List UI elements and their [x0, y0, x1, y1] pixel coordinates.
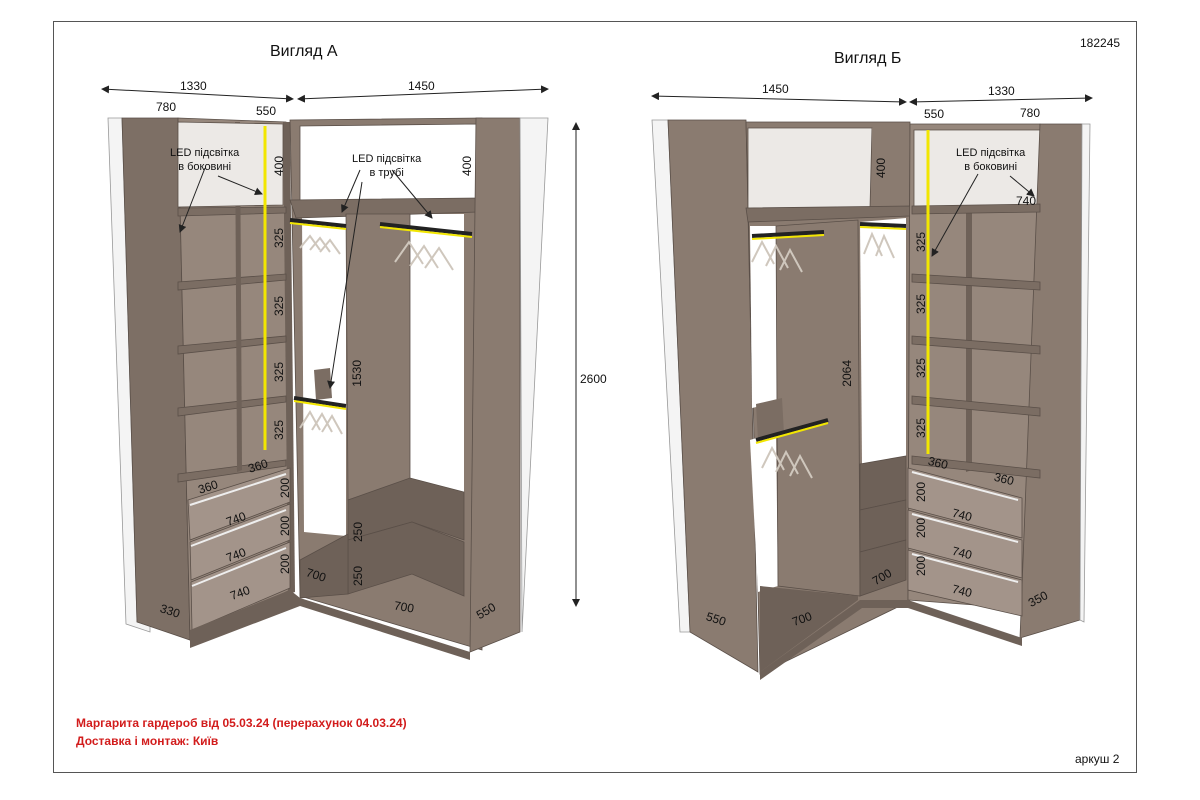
footer-delivery: Доставка і монтаж: Київ [76, 734, 219, 748]
view-a-width-right: 1450 [408, 79, 435, 93]
view-b-drawer-200-3: 200 [914, 556, 928, 577]
view-b-led-side-note: LED підсвітка в боковині [956, 147, 1026, 173]
view-a-led-side-note: LED підсвітка в боковині [170, 147, 240, 173]
view-b-width-left: 1450 [762, 82, 789, 96]
view-b-dim-325-4: 325 [914, 418, 928, 439]
sheet-number: 182245 [1080, 36, 1121, 50]
view-a-dim-325-2: 325 [272, 296, 286, 317]
view-a-dim-400-right: 400 [460, 156, 474, 177]
view-b-dim-400: 400 [874, 158, 888, 179]
view-a-dim-1450-line [297, 85, 549, 103]
view-b-dim-325-2: 325 [914, 294, 928, 315]
view-a-dim-325-4: 325 [272, 420, 286, 441]
view-a-dim-400-left: 400 [272, 156, 286, 177]
view-b-drawing [651, 92, 1093, 680]
view-a-dim-250-2: 250 [351, 566, 365, 587]
view-b-sub-780: 780 [1020, 106, 1041, 120]
view-a-dim-325-1: 325 [272, 228, 286, 249]
view-a-led-tube-note: LED підсвітка в трубі [352, 153, 422, 179]
drawing-frame [53, 21, 1137, 773]
view-a-title: Вигляд А [270, 43, 338, 60]
view-a-drawer-200-3: 200 [278, 554, 292, 575]
view-a-dim-325-3: 325 [272, 362, 286, 383]
view-a-dim-1330-line [101, 85, 294, 103]
view-b-width-right: 1330 [988, 84, 1015, 98]
view-a-sub-780: 780 [156, 100, 177, 114]
view-b-dim-325-1: 325 [914, 232, 928, 253]
view-a-sub-550: 550 [256, 104, 277, 118]
view-a-drawer-200-2: 200 [278, 516, 292, 537]
view-b-dim-1450-line [651, 92, 907, 106]
view-b-sub-550: 550 [924, 107, 945, 121]
view-a-dim-250-1: 250 [351, 522, 365, 543]
view-a-dim-1530: 1530 [350, 360, 364, 387]
footer-title: Маргарита гардероб від 05.03.24 (перерах… [76, 716, 407, 730]
view-a-width-left: 1330 [180, 79, 207, 93]
view-b-dim-325-3: 325 [914, 358, 928, 379]
sheet-label: аркуш 2 [1075, 752, 1120, 766]
view-b-drawer-200-2: 200 [914, 518, 928, 539]
view-b-dim-2064: 2064 [840, 360, 854, 387]
view-b-title: Вигляд Б [834, 50, 902, 67]
view-b-dim-1330-line [909, 94, 1093, 106]
view-b-dim-740-top: 740 [1016, 194, 1037, 208]
view-a-drawing [101, 85, 580, 660]
view-a-drawer-200-1: 200 [278, 478, 292, 499]
view-b-drawer-200-1: 200 [914, 482, 928, 503]
view-a-height-total: 2600 [580, 372, 607, 386]
